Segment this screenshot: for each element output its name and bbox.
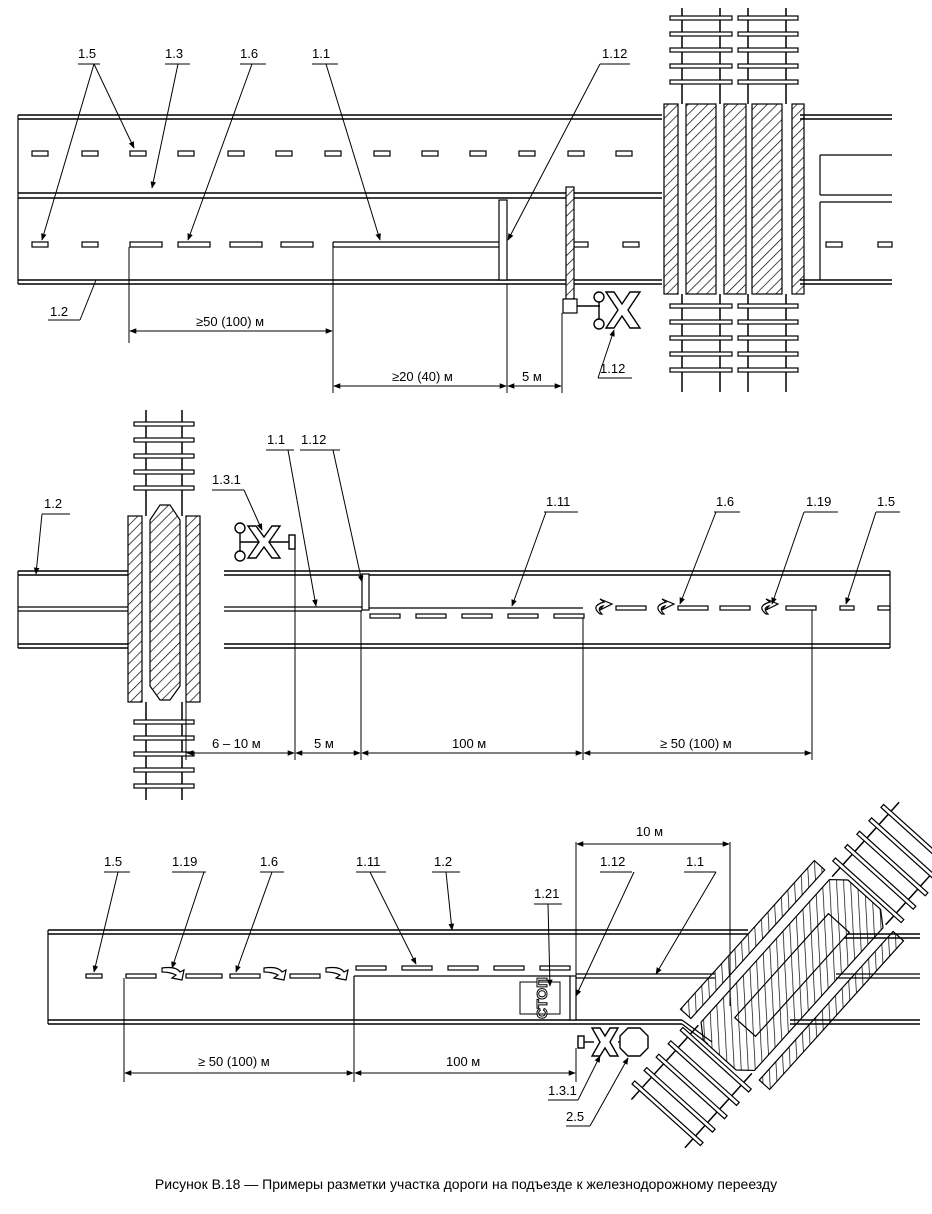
callout-1-21-d3: 1.21 [534,886,559,901]
stop-text-marking: СТОП [519,977,561,1019]
svg-text:СТОП: СТОП [534,977,551,1019]
callout-2-5-d3: 2.5 [566,1109,584,1124]
stop-line-1-12 [498,199,508,281]
callout-1-19-d2: 1.19 [806,494,831,509]
dimension-100-d2: 100 м [452,736,486,751]
callout-1-19-d3: 1.19 [172,854,197,869]
callout-1-6-d2: 1.6 [716,494,734,509]
railway-crossing-3 [630,801,932,1149]
railway-signal-icon [577,291,642,330]
dimension-5: 5 м [522,369,542,384]
diagram-1: 1.5 1.3 1.6 1.1 1.12 1.2 1.12 ≥50 (100) … [17,8,893,393]
callout-1-2: 1.2 [50,304,68,319]
lower-lane-dashes [31,241,314,248]
dimension-50-100-d3: ≥ 50 (100) м [198,1054,270,1069]
callout-1-11-d3: 1.11 [356,854,380,869]
diagram-3: СТОП [47,801,932,1149]
dimension-6-10: 6 – 10 м [212,736,261,751]
diagram-2: 1.2 1.3.1 1.1 1.12 1.11 1.6 1.19 1.5 6 –… [17,410,900,800]
callout-1-11-d2: 1.11 [546,494,570,509]
dimension-50-100: ≥50 (100) м [196,314,264,329]
callout-1-6: 1.6 [240,46,258,61]
dimension-20-40: ≥20 (40) м [392,369,453,384]
stop-line-1-12-d3 [569,975,577,1021]
signal-and-stop-sign-icon [577,1027,649,1057]
callout-1-12-signal: 1.12 [600,361,625,376]
callout-1-3-1-d2: 1.3.1 [212,472,241,487]
railway-crossing-2 [127,410,201,800]
callout-1-5-d2: 1.5 [877,494,895,509]
callout-1-3: 1.3 [165,46,183,61]
callout-1-6-d3: 1.6 [260,854,278,869]
callout-1-2-d3: 1.2 [434,854,452,869]
callout-1-1-d2: 1.1 [267,432,285,447]
callout-1-12-d2: 1.12 [301,432,326,447]
dimension-50-100-d2: ≥ 50 (100) м [660,736,732,751]
callout-1-5-top: 1.5 [78,46,96,61]
figure-caption: Рисунок В.18 — Примеры разметки участка … [155,1176,777,1192]
callout-1-1: 1.1 [312,46,330,61]
callout-1-12-d3: 1.12 [600,854,625,869]
callout-1-3-1-d3: 1.3.1 [548,1083,577,1098]
callout-1-5-d3: 1.5 [104,854,122,869]
callout-1-1-d3: 1.1 [686,854,704,869]
callout-1-12: 1.12 [602,46,627,61]
dimension-10-d3: 10 м [636,824,663,839]
upper-lane-dashes [31,150,633,157]
signal-1-3-1-icon [234,522,296,562]
dimension-5-d2: 5 м [314,736,334,751]
railway-crossing-1 [663,8,805,392]
dimension-100-d3: 100 м [446,1054,480,1069]
callout-1-2-d2: 1.2 [44,496,62,511]
